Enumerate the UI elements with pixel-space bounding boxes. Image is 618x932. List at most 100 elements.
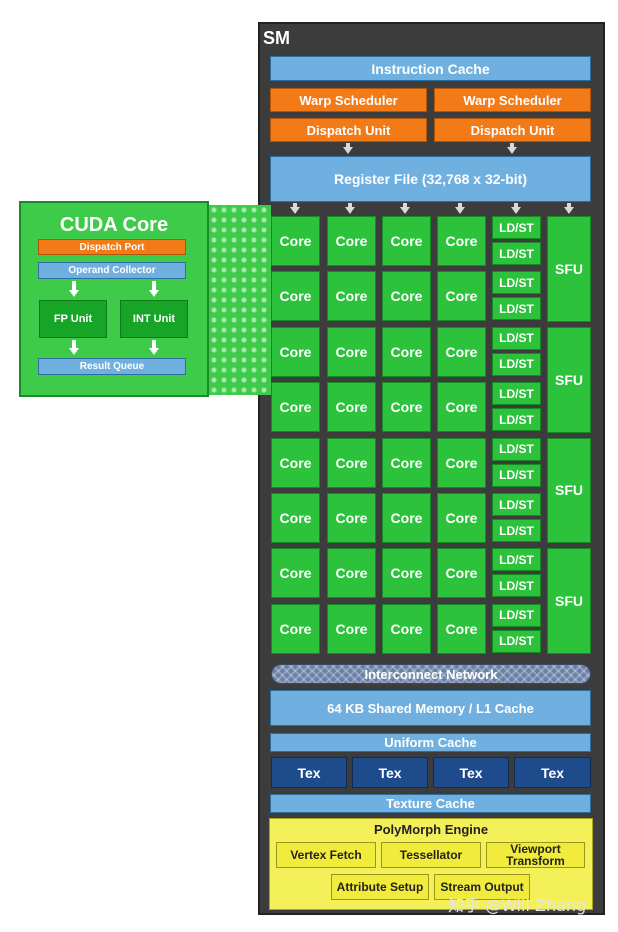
warp-scheduler-2: Warp Scheduler [434, 88, 591, 112]
core: Core [437, 603, 486, 654]
down-arrow-icon [511, 207, 521, 214]
arrow-stem [403, 203, 407, 208]
core: Core [271, 271, 320, 322]
ld-st-unit: LD/ST [492, 242, 541, 265]
zoom-callout [209, 205, 271, 395]
core: Core [437, 437, 486, 488]
stream-output: Stream Output [434, 874, 530, 900]
down-arrow-icon [69, 290, 79, 297]
core: Core [437, 216, 486, 266]
ld-st-unit: LD/ST [492, 493, 541, 516]
dispatch-port: Dispatch Port [38, 239, 186, 255]
down-arrow-icon [290, 207, 300, 214]
core: Core [437, 271, 486, 322]
core: Core [271, 326, 320, 377]
arrow-stem [152, 340, 156, 348]
shared-memory-l1-cache: 64 KB Shared Memory / L1 Cache [270, 690, 591, 726]
core: Core [437, 382, 486, 433]
ld-st-unit: LD/ST [492, 629, 541, 653]
core: Core [327, 493, 376, 543]
core: Core [382, 548, 431, 599]
down-arrow-icon [345, 207, 355, 214]
ld-st-unit: LD/ST [492, 326, 541, 350]
ld-st-unit: LD/ST [492, 271, 541, 295]
core: Core [437, 493, 486, 543]
ld-st-unit: LD/ST [492, 408, 541, 432]
down-arrow-icon [149, 348, 159, 355]
sfu-unit: SFU [547, 548, 591, 655]
vertex-fetch: Vertex Fetch [276, 842, 376, 868]
operand-collector: Operand Collector [38, 262, 186, 279]
core: Core [271, 382, 320, 433]
core: Core [382, 493, 431, 543]
core: Core [271, 216, 320, 266]
polymorph-title: PolyMorph Engine [373, 821, 489, 837]
sfu-unit: SFU [547, 437, 591, 544]
arrow-stem [458, 203, 462, 208]
int-unit: INT Unit [120, 300, 188, 338]
down-arrow-icon [149, 290, 159, 297]
attribute-setup: Attribute Setup [331, 874, 429, 900]
ld-st-unit: LD/ST [492, 297, 541, 321]
arrow-stem [152, 281, 156, 290]
core: Core [382, 271, 431, 322]
down-arrow-icon [69, 348, 79, 355]
ld-st-unit: LD/ST [492, 603, 541, 627]
core: Core [327, 382, 376, 433]
instruction-cache: Instruction Cache [270, 56, 591, 81]
ld-st-unit: LD/ST [492, 216, 541, 239]
tex-unit-4: Tex [514, 757, 591, 788]
core: Core [382, 382, 431, 433]
cuda-core-title: CUDA Core [59, 213, 169, 236]
viewport-transform: Viewport Transform [486, 842, 585, 868]
sfu-unit: SFU [547, 326, 591, 433]
ld-st-unit: LD/ST [492, 574, 541, 598]
result-queue: Result Queue [38, 358, 186, 375]
core: Core [271, 493, 320, 543]
fp-unit: FP Unit [39, 300, 107, 338]
down-arrow-icon [507, 147, 517, 154]
down-arrow-icon [564, 207, 574, 214]
core: Core [382, 216, 431, 266]
core: Core [327, 326, 376, 377]
sfu-unit: SFU [547, 216, 591, 322]
ld-st-unit: LD/ST [492, 548, 541, 572]
core: Core [382, 437, 431, 488]
sm-title: SM [263, 27, 290, 48]
ld-st-unit: LD/ST [492, 352, 541, 376]
arrow-stem [567, 203, 571, 208]
core: Core [382, 603, 431, 654]
ld-st-unit: LD/ST [492, 463, 541, 487]
ld-st-unit: LD/ST [492, 519, 541, 542]
arrow-stem [510, 143, 514, 148]
down-arrow-icon [455, 207, 465, 214]
tex-unit-3: Tex [433, 757, 509, 788]
core: Core [327, 437, 376, 488]
core: Core [382, 326, 431, 377]
interconnect-network: Interconnect Network [271, 664, 591, 684]
arrow-stem [293, 203, 297, 208]
dispatch-unit-2: Dispatch Unit [434, 118, 591, 142]
core: Core [437, 548, 486, 599]
core: Core [327, 603, 376, 654]
core: Core [271, 437, 320, 488]
down-arrow-icon [400, 207, 410, 214]
arrow-stem [348, 203, 352, 208]
core: Core [271, 603, 320, 654]
core: Core [327, 271, 376, 322]
tex-unit-2: Tex [352, 757, 428, 788]
core: Core [327, 216, 376, 266]
texture-cache: Texture Cache [270, 794, 591, 813]
ld-st-unit: LD/ST [492, 437, 541, 461]
arrow-stem [72, 340, 76, 348]
core: Core [271, 548, 320, 599]
down-arrow-icon [343, 147, 353, 154]
tex-unit-1: Tex [271, 757, 347, 788]
register-file: Register File (32,768 x 32-bit) [270, 156, 591, 202]
dispatch-unit-1: Dispatch Unit [270, 118, 427, 142]
ld-st-unit: LD/ST [492, 382, 541, 406]
arrow-stem [346, 143, 350, 148]
watermark: 知乎 @Will Zhang [448, 896, 587, 915]
core: Core [437, 326, 486, 377]
tessellator: Tessellator [381, 842, 481, 868]
